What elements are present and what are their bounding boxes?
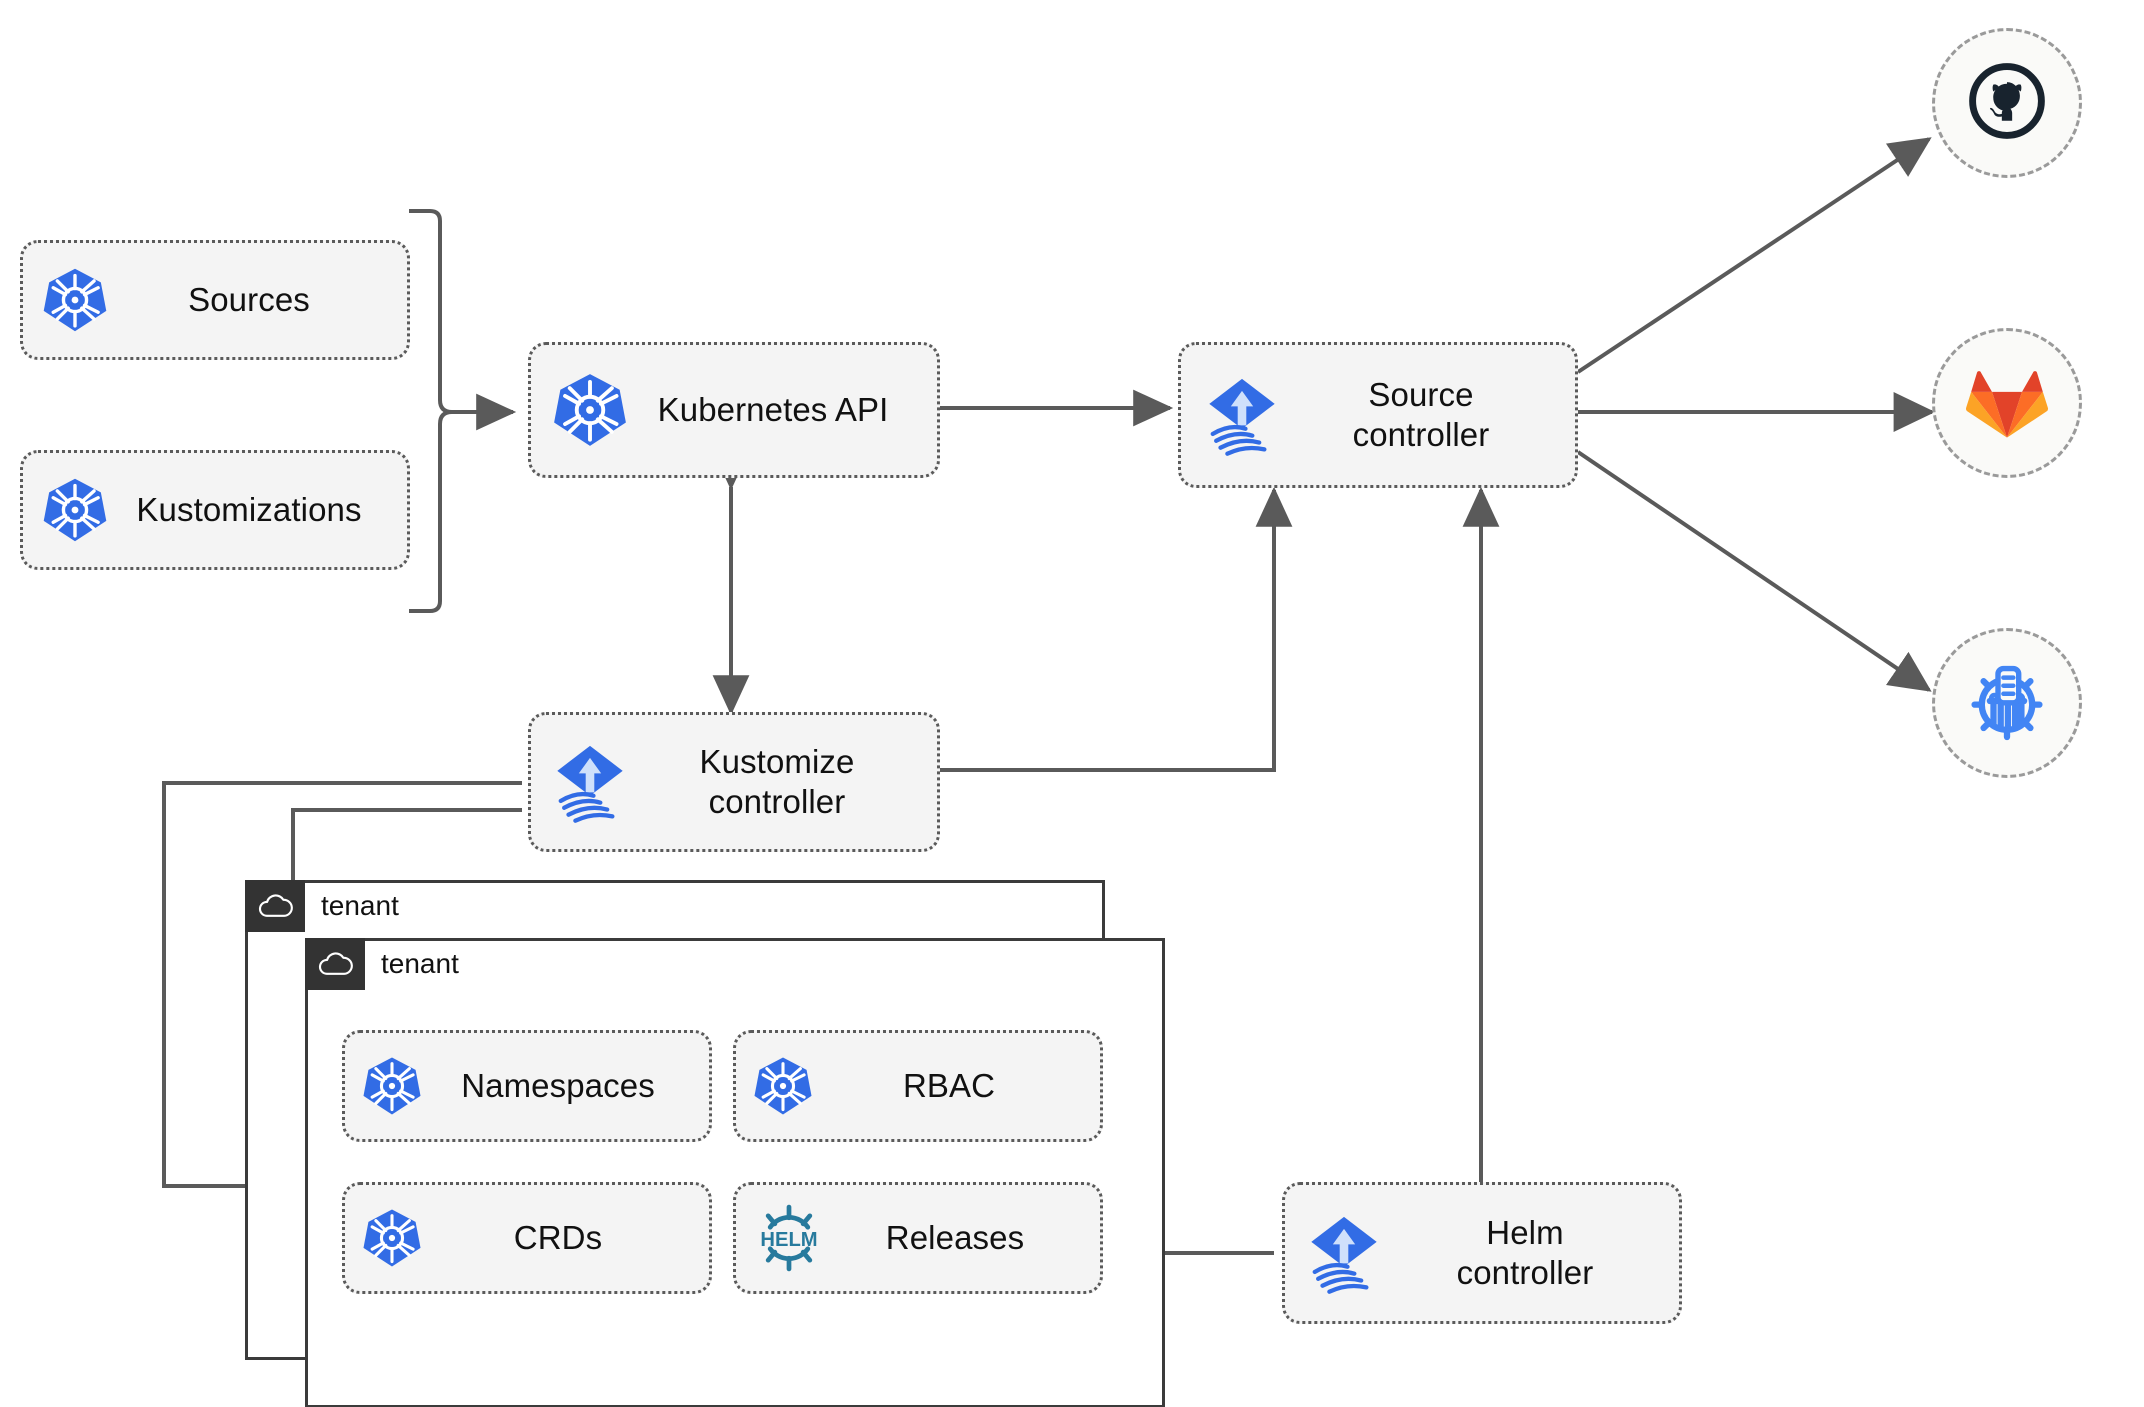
helm-icon: HELM — [752, 1202, 826, 1274]
edge-source-to-helm-repository — [1576, 450, 1932, 692]
kubernetes-icon — [41, 266, 109, 334]
node-label: Helm controller — [1456, 1213, 1594, 1291]
node-kubernetes-api[interactable]: Kubernetes API — [528, 342, 940, 478]
node-label: RBAC — [902, 1066, 996, 1104]
provider-helm-repository[interactable] — [1932, 628, 2082, 778]
kubernetes-icon — [551, 371, 629, 449]
edge-resources-brace — [409, 209, 453, 613]
node-helm-controller[interactable]: Helm controller — [1282, 1182, 1682, 1324]
node-label: Releases — [885, 1218, 1025, 1256]
node-sources[interactable]: Sources — [20, 240, 410, 360]
node-label: Kustomize controller — [699, 742, 855, 820]
tenant-container-front[interactable]: tenant — [305, 938, 1165, 1407]
tenant-label: tenant — [381, 948, 467, 980]
provider-gitlab[interactable] — [1932, 328, 2082, 478]
node-kustomizations[interactable]: Kustomizations — [20, 450, 410, 570]
flux-icon — [1301, 1210, 1387, 1296]
flux-icon — [1199, 372, 1285, 458]
node-releases[interactable]: HELM Releases — [733, 1182, 1103, 1294]
cloud-icon — [245, 880, 305, 932]
edge-source-to-github — [1576, 137, 1932, 374]
kubernetes-icon — [752, 1055, 814, 1117]
cloud-icon — [305, 938, 365, 990]
tenant-label: tenant — [321, 890, 407, 922]
node-source-controller[interactable]: Source controller — [1178, 342, 1578, 488]
tenant-header: tenant — [305, 938, 467, 990]
node-label: Kubernetes API — [657, 390, 889, 428]
node-crds[interactable]: CRDs — [342, 1182, 712, 1294]
github-icon — [1964, 58, 2050, 149]
helm-repository-icon — [1962, 656, 2052, 751]
provider-github[interactable] — [1932, 28, 2082, 178]
node-label: CRDs — [513, 1218, 603, 1256]
node-label: Source controller — [1352, 375, 1490, 453]
gitlab-icon — [1965, 361, 2049, 446]
node-label: Sources — [188, 280, 310, 318]
node-label: Namespaces — [461, 1066, 655, 1104]
tenant-header: tenant — [245, 880, 407, 932]
node-kustomize-controller[interactable]: Kustomize controller — [528, 712, 940, 852]
kubernetes-icon — [361, 1055, 423, 1117]
edge-kustomize-to-source-controller — [939, 486, 1293, 772]
node-label: Kustomizations — [136, 490, 362, 528]
node-rbac[interactable]: RBAC — [733, 1030, 1103, 1142]
kubernetes-icon — [41, 476, 109, 544]
svg-text:HELM: HELM — [760, 1229, 817, 1251]
node-namespaces[interactable]: Namespaces — [342, 1030, 712, 1142]
kubernetes-icon — [361, 1207, 423, 1269]
flux-icon — [547, 739, 633, 825]
